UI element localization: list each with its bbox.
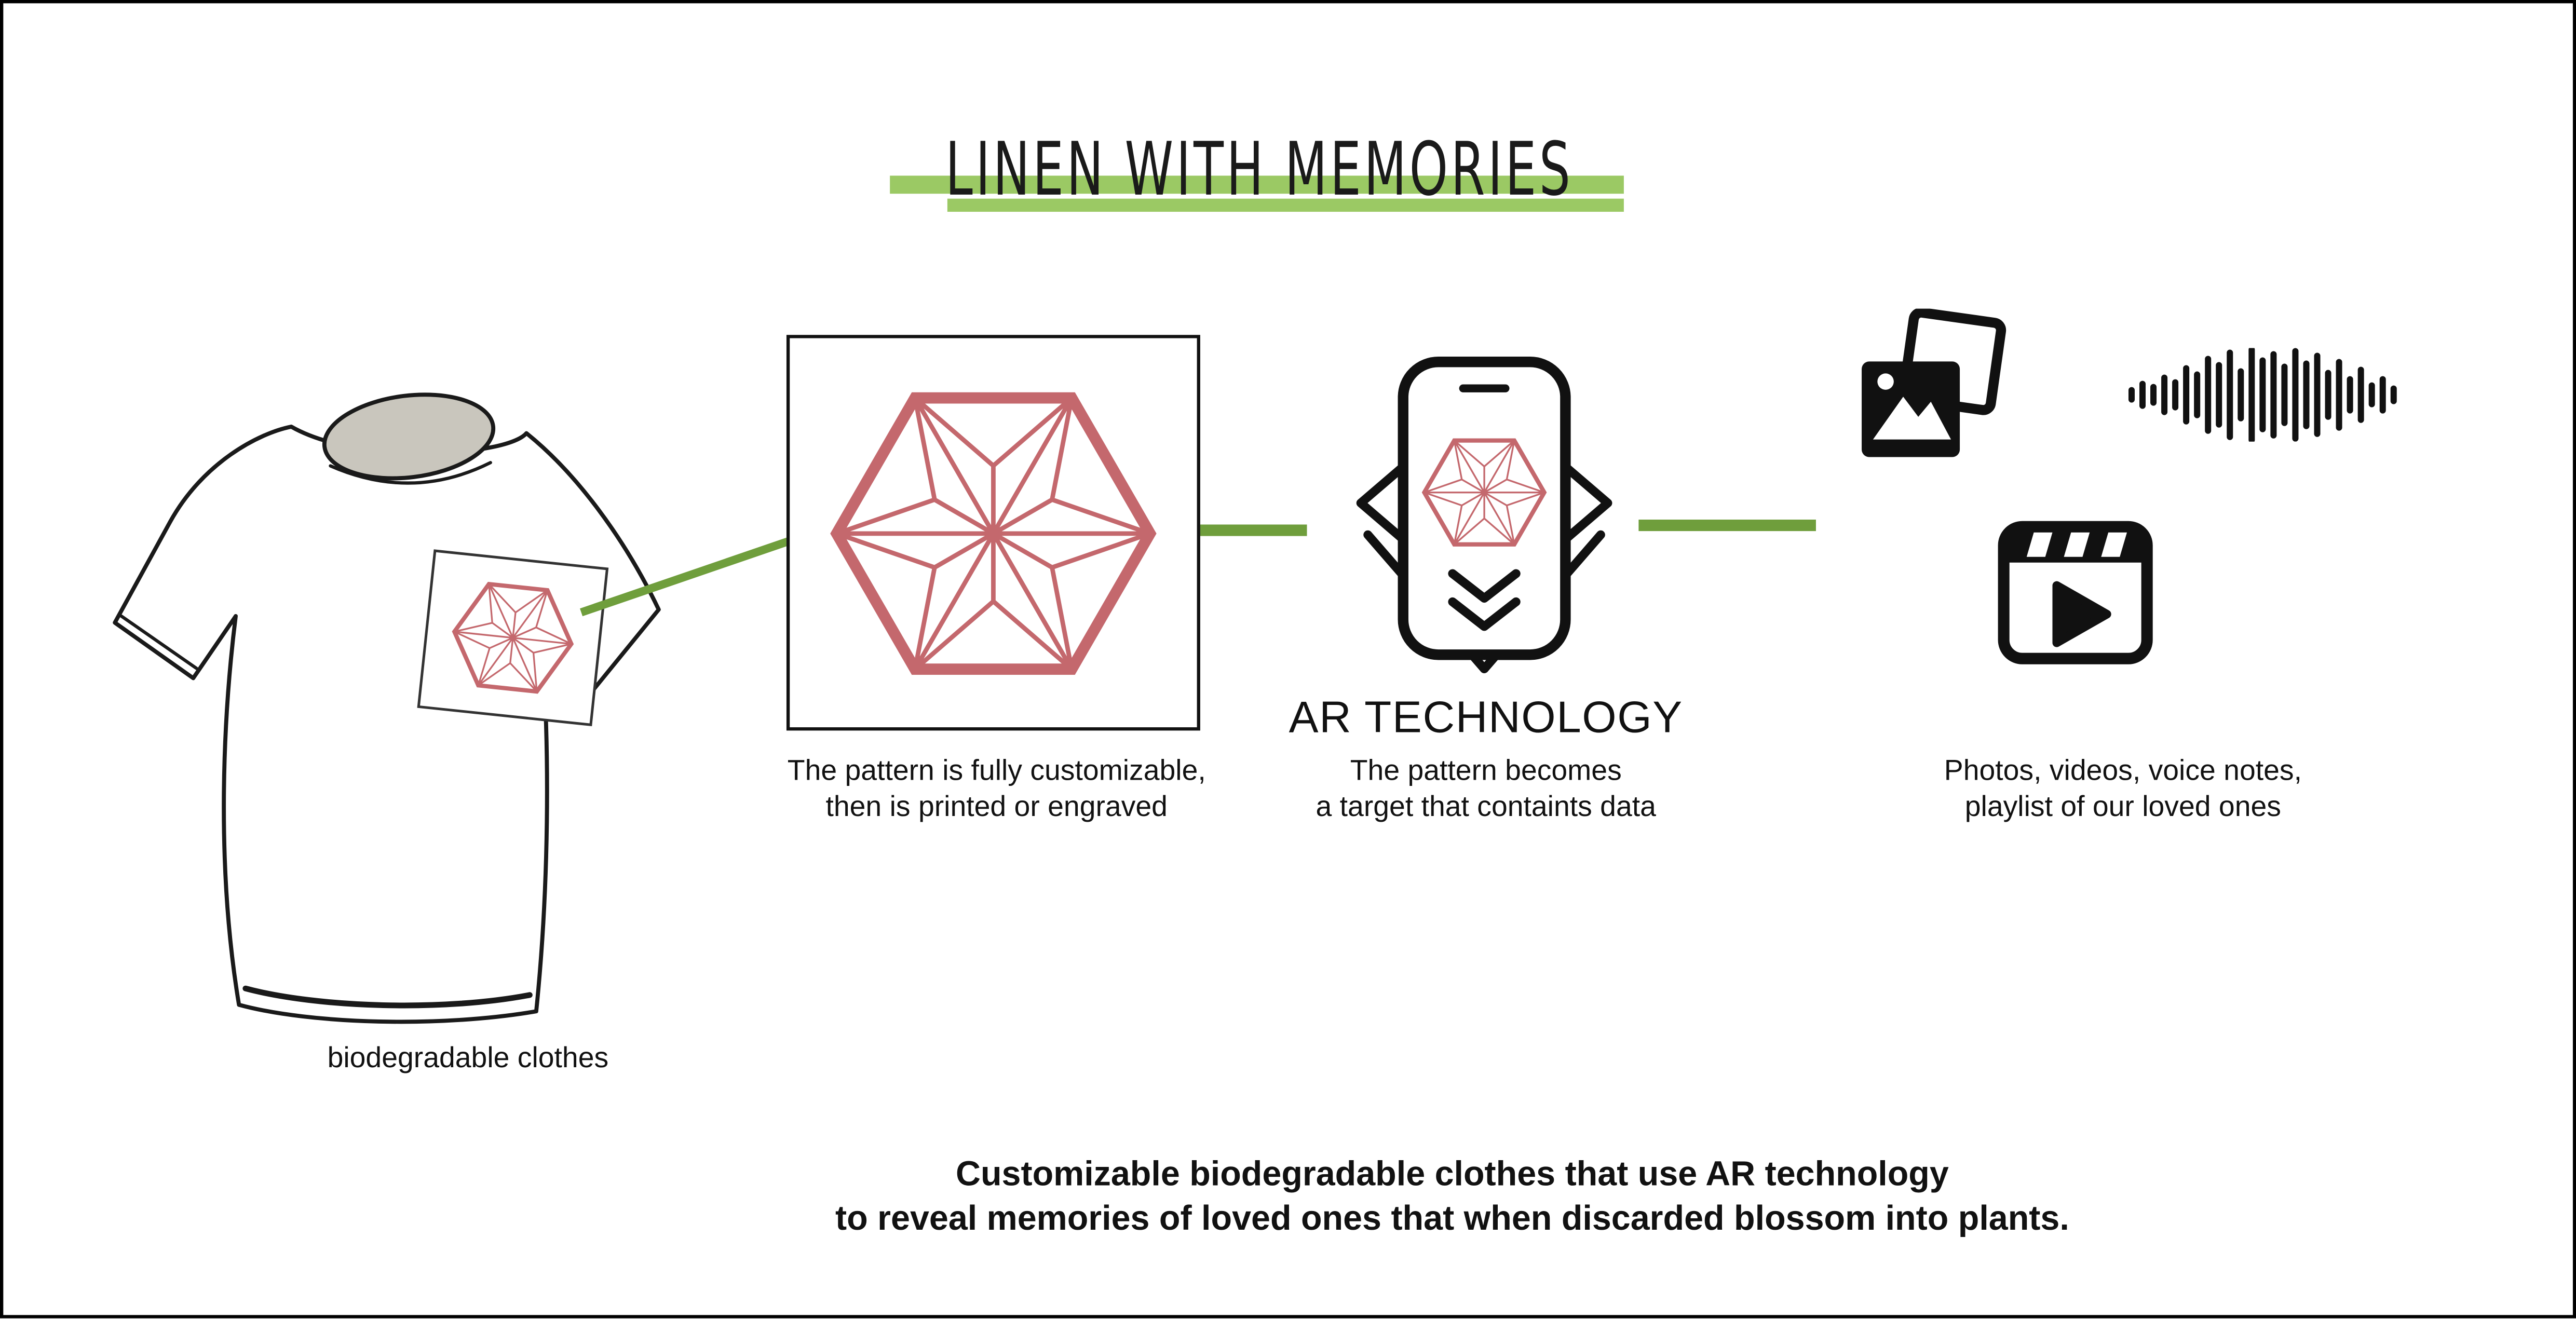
film-strip-notches	[2026, 532, 2127, 557]
scan-chevron-2	[1448, 597, 1521, 631]
title-underline-bar	[947, 198, 1624, 212]
scan-chevron-1	[1448, 569, 1521, 603]
audio-waveform-icon	[2128, 348, 2397, 442]
pattern-step-caption: The pattern is fully customizable, then …	[787, 753, 1206, 823]
media-step-caption: Photos, videos, voice notes, playlist of…	[1944, 753, 2302, 823]
connector-lines	[580, 519, 1816, 617]
video-icon	[1998, 521, 2153, 664]
title-block: LINEN WITH MEMORIES	[890, 127, 1629, 243]
photos-icon	[1862, 308, 2006, 457]
asanoha-pattern-icon	[790, 338, 1197, 728]
tshirt-icon	[113, 392, 661, 1024]
play-triangle	[2052, 581, 2111, 647]
tshirt-collar	[322, 392, 496, 481]
tshirt-pattern-panel	[417, 549, 609, 727]
photo-sun	[1877, 373, 1894, 390]
ar-step-caption: The pattern becomes a target that contai…	[1316, 753, 1656, 823]
connector-shirt-to-box	[580, 531, 808, 617]
shirt-caption: biodegradable clothes	[327, 1041, 609, 1074]
photo-mountains	[1873, 397, 1951, 440]
title-highlight-bar	[890, 175, 1624, 194]
ar-heading: AR TECHNOLOGY	[1289, 692, 1683, 742]
page-title: LINEN WITH MEMORIES	[945, 127, 1574, 214]
pattern-box	[786, 335, 1200, 731]
footer-tagline: Customizable biodegradable clothes that …	[835, 1155, 2069, 1238]
ar-phone-icon	[1356, 357, 1612, 673]
